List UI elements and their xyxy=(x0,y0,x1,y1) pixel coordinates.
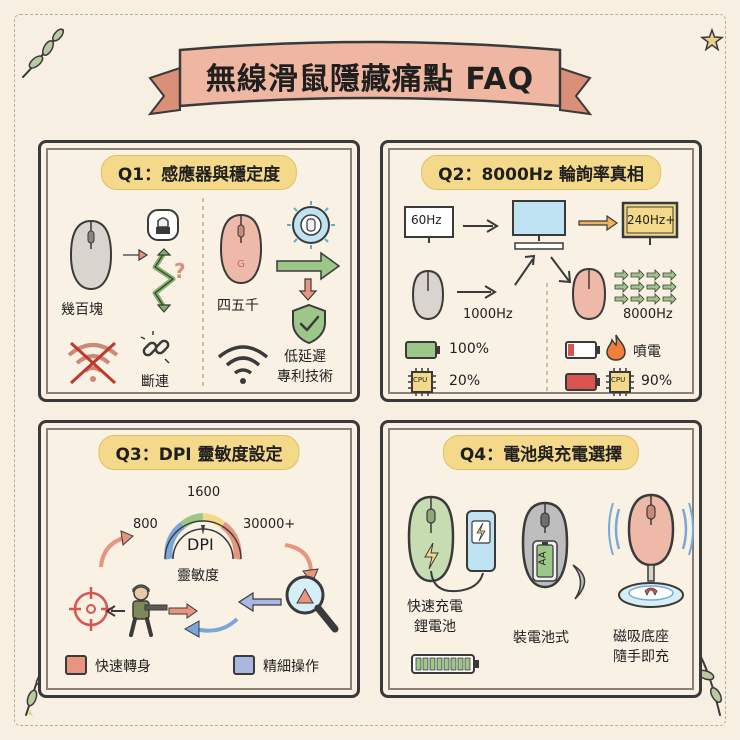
tech-label-line1: 低延遲 xyxy=(284,349,326,365)
cpu-low-text: CPU xyxy=(413,376,428,384)
cheap-mouse-icon xyxy=(69,219,113,291)
cpu-hot-icon xyxy=(606,368,634,396)
arrow-right-orange-icon xyxy=(578,214,619,232)
q3-title: Q3：DPI 靈敏度設定 xyxy=(98,435,300,470)
battery-red-icon xyxy=(565,373,600,391)
dpi-high-label: 30000+ xyxy=(243,517,296,532)
monitor-240hz-label: 240Hz+ xyxy=(627,213,676,227)
wireless-label-line2: 隨手即充 xyxy=(613,649,669,665)
tech-label-line2: 專利技術 xyxy=(277,369,333,385)
wireless-label: 磁吸底座 隨手即充 xyxy=(613,627,669,667)
curved-arrow-up-icon xyxy=(99,530,134,568)
precise-label: 精細操作 xyxy=(263,659,319,675)
sensor-chip-icon xyxy=(147,209,179,241)
arrow-up-right-icon xyxy=(514,254,536,286)
dpi-low-label: 800 xyxy=(133,517,158,532)
q1-title: Q1：感應器與穩定度 xyxy=(100,155,298,190)
magnifier-icon xyxy=(285,575,339,633)
mouse-1000hz-icon xyxy=(411,269,445,321)
crosshair-icon xyxy=(69,587,113,631)
q1-divider xyxy=(202,198,204,388)
battery-low-usage: 100% xyxy=(449,341,490,357)
broken-wifi-icon xyxy=(67,341,119,385)
multi-arrows-icon xyxy=(614,269,677,305)
rate-8000-label: 8000Hz xyxy=(623,307,673,322)
fast-turn-swatch xyxy=(65,655,87,675)
wireless-label-line1: 磁吸底座 xyxy=(613,629,669,645)
page-frame xyxy=(14,14,726,726)
green-arrow-right-icon xyxy=(276,251,341,281)
fire-icon xyxy=(606,334,626,361)
mouse-8000hz-icon xyxy=(571,267,607,321)
rate-1000-label: 1000Hz xyxy=(463,307,513,322)
title-banner: 無線滑鼠隱藏痛點 FAQ xyxy=(140,28,600,120)
sensor-glow-icon xyxy=(287,201,335,249)
broken-link-icon xyxy=(140,331,170,364)
leaf-decoration-top-left xyxy=(22,28,64,78)
lithium-label: 快速充電 鋰電池 xyxy=(407,597,463,637)
precise-swatch xyxy=(233,655,255,675)
question-mark: ? xyxy=(174,259,186,283)
wifi-icon xyxy=(217,345,269,384)
arrow-down-icon xyxy=(298,278,318,301)
cheap-price-label: 幾百塊 xyxy=(61,302,103,318)
monitor-240hz-icon xyxy=(621,201,679,245)
battery-cover-icon xyxy=(572,564,586,600)
arrow-right-icon xyxy=(457,285,497,299)
q2-title: Q2：8000Hz 輪詢率真相 xyxy=(421,155,661,190)
svg-text:G: G xyxy=(237,259,245,270)
star-decoration-top-right xyxy=(699,27,725,52)
cable-icon xyxy=(430,570,484,593)
aa-label: 裝電池式 xyxy=(513,630,569,646)
panel-q3: Q3：DPI 靈敏度設定 1600 800 30000+ DPI 靈敏度 xyxy=(38,420,360,698)
shield-check-icon xyxy=(292,303,326,345)
lithium-label-line2: 鋰電池 xyxy=(414,619,456,635)
cpu-high-text: CPU xyxy=(611,376,626,384)
aa-mouse-icon xyxy=(521,501,569,589)
panel-q1: Q1：感應器與穩定度 ? 幾百塊 斷連 xyxy=(38,140,360,402)
cpu-high-usage: 90% xyxy=(641,373,673,389)
arrow-right-icon xyxy=(463,219,499,233)
arrow-right-icon xyxy=(123,248,149,262)
monitor-60hz-icon xyxy=(404,206,454,243)
disconnect-label: 斷連 xyxy=(141,374,169,390)
premium-price-label: 四五千 xyxy=(217,298,259,314)
speed-arrow-icon xyxy=(168,603,198,619)
arrow-left-blue-icon xyxy=(237,591,282,613)
gauge-sensitivity-text: 靈敏度 xyxy=(177,568,219,584)
lithium-mouse-icon xyxy=(407,495,455,583)
battery-drain-label: 噴電 xyxy=(633,344,661,360)
dpi-gauge-icon xyxy=(164,513,242,560)
charging-dock-mouse-icon xyxy=(608,493,694,608)
power-bank-icon xyxy=(466,510,496,572)
cpu-icon xyxy=(408,368,436,396)
aa-battery-text: AA xyxy=(537,551,549,566)
soldier-icon xyxy=(129,584,168,637)
monitor-60hz-label: 60Hz xyxy=(411,213,442,227)
leaf-decoration-bottom-right xyxy=(697,654,723,716)
cpu-low-usage: 20% xyxy=(449,373,481,389)
q2-divider xyxy=(546,283,548,393)
arrow-left-icon xyxy=(105,605,125,617)
fast-turn-label: 快速轉身 xyxy=(95,659,151,675)
zigzag-arrow-icon xyxy=(152,248,176,313)
tech-label: 低延遲 專利技術 xyxy=(277,347,333,387)
battery-low-icon xyxy=(565,341,600,359)
page-title: 無線滑鼠隱藏痛點 FAQ xyxy=(205,62,535,97)
dpi-mid-label: 1600 xyxy=(187,485,221,500)
premium-mouse-icon: G xyxy=(219,213,263,285)
panel-q2: Q2：8000Hz 輪詢率真相 60Hz 240Hz+ 1000Hz xyxy=(380,140,702,402)
arrow-down-right-icon xyxy=(550,256,572,284)
battery-level-icon xyxy=(411,654,479,674)
panel-q4: Q4：電池與充電選擇 快速充電 鋰電池 AA 裝電池式 xyxy=(380,420,702,698)
ribbon-icon xyxy=(147,40,593,116)
lithium-label-line1: 快速充電 xyxy=(407,599,463,615)
curved-arrow-left-icon xyxy=(183,617,239,638)
computer-icon xyxy=(512,200,566,250)
gauge-dpi-text: DPI xyxy=(187,535,214,554)
battery-full-icon xyxy=(405,341,440,359)
q4-title: Q4：電池與充電選擇 xyxy=(442,435,640,470)
